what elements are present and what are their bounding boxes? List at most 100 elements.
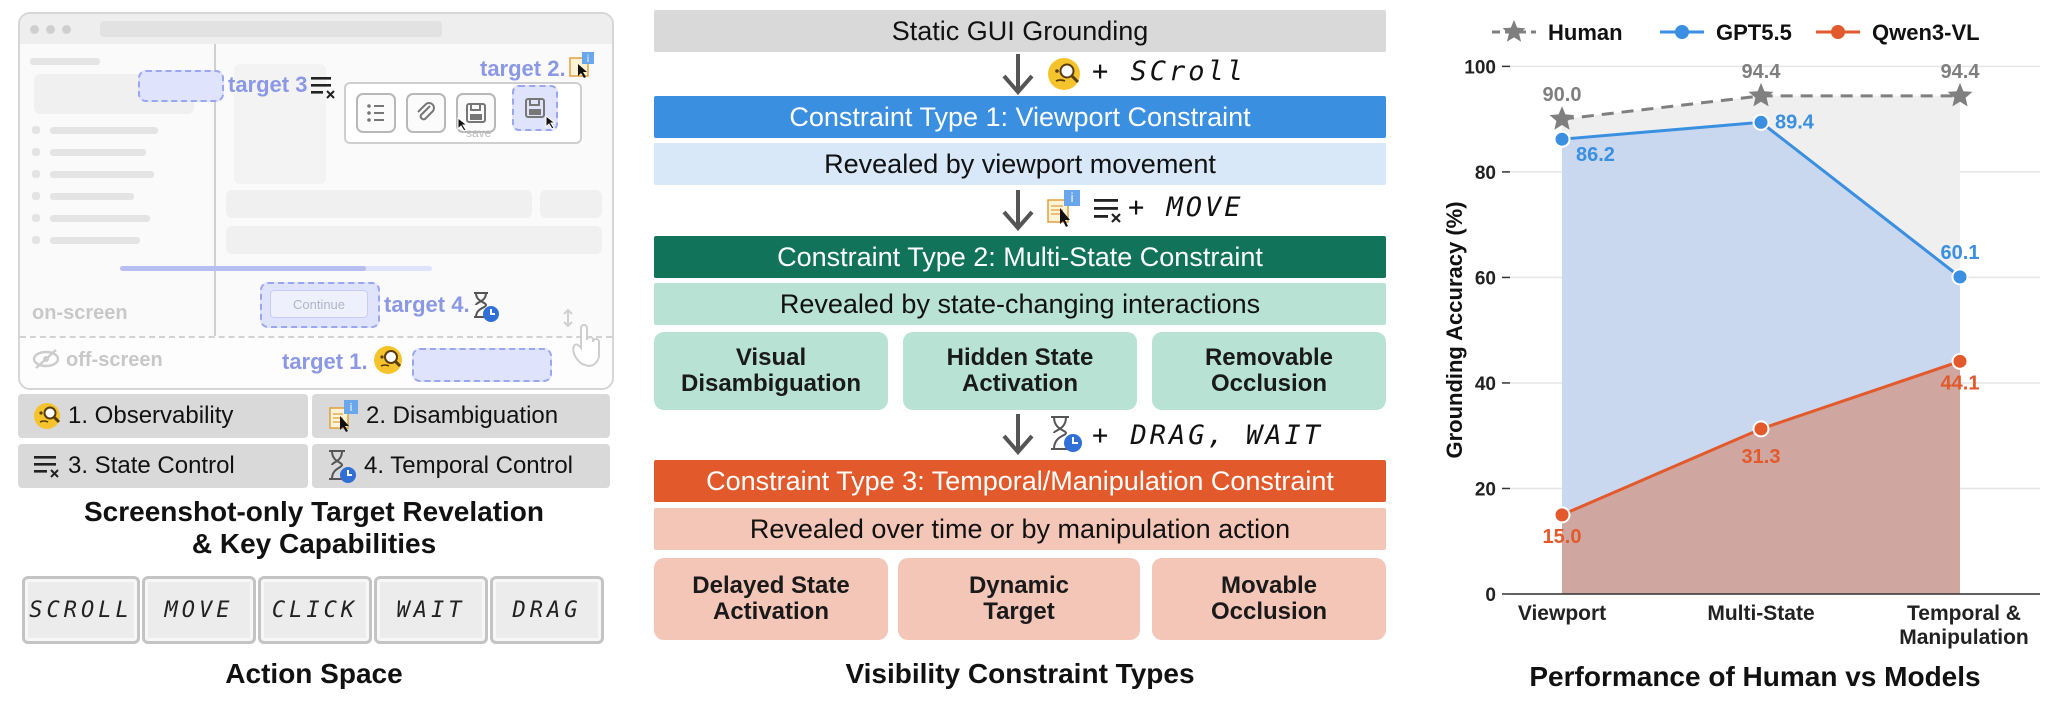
y-tick-label: 40: [1475, 374, 1496, 395]
capability-state-control: 3. State Control: [18, 444, 308, 488]
left-title-line-1: Screenshot-only Target Revelation: [83, 496, 545, 527]
subtype-line: Occlusion: [1210, 370, 1328, 397]
action-key-move[interactable]: MOVE: [142, 576, 256, 644]
hourglass-clock-icon: [329, 450, 356, 483]
y-tick-label: 20: [1475, 479, 1496, 500]
constraint-type-1-sub: Revealed by viewport movement: [654, 143, 1386, 185]
static-grounding-bar: Static GUI Grounding: [654, 10, 1386, 52]
data-label: 31.3: [1742, 446, 1781, 468]
legend-circle-marker: [1831, 25, 1845, 39]
arrow-action-move: + MOVE: [1128, 192, 1244, 223]
list-button[interactable]: [356, 93, 396, 133]
capability-observability: 1. Observability: [18, 394, 308, 438]
x-tick-label: Manipulation: [1899, 626, 2029, 649]
target-1-box[interactable]: [412, 348, 552, 382]
subtype-line: Delayed State: [692, 572, 850, 599]
hourglass-clock-icon: [1051, 416, 1082, 452]
constraint-type-3-bar: Constraint Type 3: Temporal/Manipulation…: [654, 460, 1386, 502]
continue-button[interactable]: Continue: [270, 290, 368, 318]
y-axis-label: Grounding Accuracy (%): [1442, 201, 1467, 458]
action-key-drag[interactable]: DRAG: [490, 576, 604, 644]
capability-label: 4. Temporal Control: [364, 452, 573, 479]
middle-panel-title: Visibility Constraint Types: [845, 658, 1195, 689]
target-1-label: target 1.: [282, 349, 368, 374]
left-panel-title: Screenshot-only Target Revelation & Key …: [18, 496, 610, 560]
chart-title: Performance of Human vs Models: [1529, 661, 1980, 692]
action-key-wait[interactable]: WAIT: [374, 576, 488, 644]
legend-star-marker: [1502, 20, 1526, 42]
target-4-label: target 4.: [384, 292, 470, 317]
menu-close-icon: [34, 456, 59, 478]
subtype-line: Disambiguation: [680, 370, 861, 397]
capability-disambiguation: i 2. Disambiguation: [312, 394, 610, 438]
info-cursor-icon: i: [1047, 190, 1080, 227]
mock-screen: target 3 save target 2. i Continue targe…: [18, 12, 614, 390]
constraint-type-2-sub: Revealed by state-changing interactions: [654, 283, 1386, 325]
y-tick-label: 60: [1475, 268, 1496, 289]
magnifier-face-icon: [1048, 58, 1080, 90]
legend-label: Qwen3-VL: [1872, 20, 1980, 45]
window-dot: [46, 25, 55, 34]
target-4-box[interactable]: Continue: [260, 282, 380, 328]
constraint-type-3-sub: Revealed over time or by manipulation ac…: [654, 508, 1386, 550]
subtype-line: Hidden State: [946, 344, 1094, 371]
capability-label: 3. State Control: [68, 452, 235, 479]
human-star-marker: [1748, 82, 1774, 107]
info-cursor-icon: i: [329, 400, 358, 432]
x-tick-label: Viewport: [1518, 602, 1606, 625]
off-screen-label: off-screen: [66, 349, 163, 371]
data-label: 15.0: [1543, 526, 1582, 548]
window-dot: [62, 25, 71, 34]
target-3-box[interactable]: [138, 70, 224, 102]
action-space-title: Action Space: [225, 658, 403, 689]
gpt5-5-point: [1553, 130, 1571, 148]
svg-text:i: i: [1070, 191, 1073, 205]
cursor-icon: [457, 116, 469, 132]
series-area-qwen3-vl: [1562, 361, 1960, 594]
y-tick-label: 80: [1475, 163, 1496, 184]
attach-button[interactable]: [406, 93, 446, 133]
legend-label: GPT5.5: [1716, 20, 1792, 45]
action-key-scroll[interactable]: SCROLL: [22, 576, 140, 644]
scroll-thumb[interactable]: [120, 266, 366, 271]
menu-close-icon: [1094, 199, 1121, 223]
y-tick-label: 0: [1485, 585, 1496, 606]
action-key-click[interactable]: CLICK: [258, 576, 372, 644]
qwen3-vl-point: [1553, 506, 1571, 524]
constraint-type-2-bar: Constraint Type 2: Multi-State Constrain…: [654, 236, 1386, 278]
data-label: 86.2: [1576, 144, 1615, 166]
address-bar: [100, 21, 442, 37]
subtype-line: Visual: [735, 344, 807, 371]
human-star-marker: [1549, 106, 1575, 130]
eye-off-icon: [32, 349, 60, 369]
info-cursor-icon: i: [569, 52, 594, 78]
left-title-line-2: & Key Capabilities: [191, 528, 437, 559]
svg-text:i: i: [349, 401, 352, 414]
legend-label: Human: [1548, 20, 1623, 45]
toolbar-popup: save: [344, 82, 582, 144]
target-3-label: target 3: [228, 72, 308, 97]
constraint-type-1-bar: Constraint Type 1: Viewport Constraint: [654, 96, 1386, 138]
arrow-action-drag-wait: + DRAG, WAIT: [1092, 420, 1324, 451]
down-arrow-icon: [1002, 54, 1034, 96]
target-2-label: target 2.: [480, 56, 566, 81]
subtype-line: Activation: [961, 370, 1078, 397]
data-label: 90.0: [1543, 84, 1582, 106]
cursor-icon: [545, 114, 557, 130]
gpt5-5-point: [1752, 113, 1770, 131]
capability-label: 1. Observability: [68, 402, 234, 429]
magnifier-face-icon: [374, 346, 402, 374]
magnifier-face-icon: [34, 403, 61, 429]
capability-temporal-control: 4. Temporal Control: [312, 444, 610, 488]
menu-close-icon: [311, 77, 335, 99]
human-star-marker: [1947, 82, 1973, 107]
subtype-line: Target: [983, 598, 1055, 625]
subtype-line: Activation: [712, 598, 829, 625]
on-screen-label: on-screen: [32, 302, 128, 324]
x-tick-label: Temporal &: [1907, 602, 2021, 625]
down-arrow-icon: [1002, 190, 1034, 232]
